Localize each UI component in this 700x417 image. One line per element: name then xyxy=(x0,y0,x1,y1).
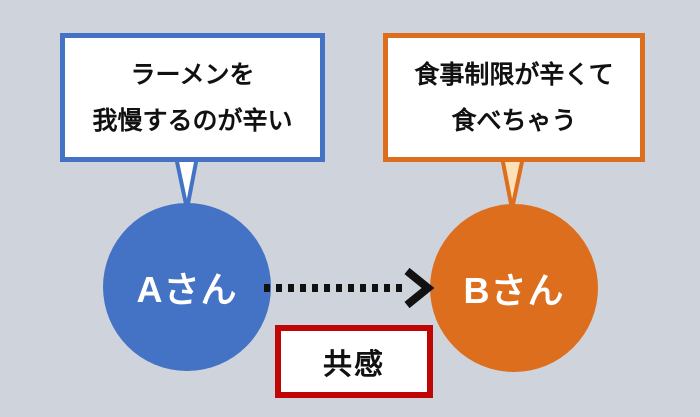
speech-tail-b xyxy=(499,155,526,210)
person-a-circle: Aさん xyxy=(103,203,271,371)
speech-bubble-b-line1: 食事制限が辛くて xyxy=(414,60,614,89)
speech-tail-a xyxy=(173,155,200,210)
arrowhead-icon xyxy=(404,267,435,309)
speech-bubble-b: 食事制限が辛くて 食べちゃう xyxy=(383,33,645,162)
speech-bubble-a: ラーメンを 我慢するのが辛い xyxy=(60,33,325,162)
relation-label: 共感 xyxy=(322,348,385,381)
person-a-label: Aさん xyxy=(136,269,238,310)
relation-box: 共感 xyxy=(275,325,433,398)
person-b-circle: Bさん xyxy=(430,204,598,372)
person-b-label: Bさん xyxy=(463,270,565,311)
speech-bubble-a-line1: ラーメンを xyxy=(130,60,255,89)
speech-bubble-b-line2: 食べちゃう xyxy=(451,106,577,135)
speech-bubble-a-line2: 我慢するのが辛い xyxy=(92,106,293,135)
